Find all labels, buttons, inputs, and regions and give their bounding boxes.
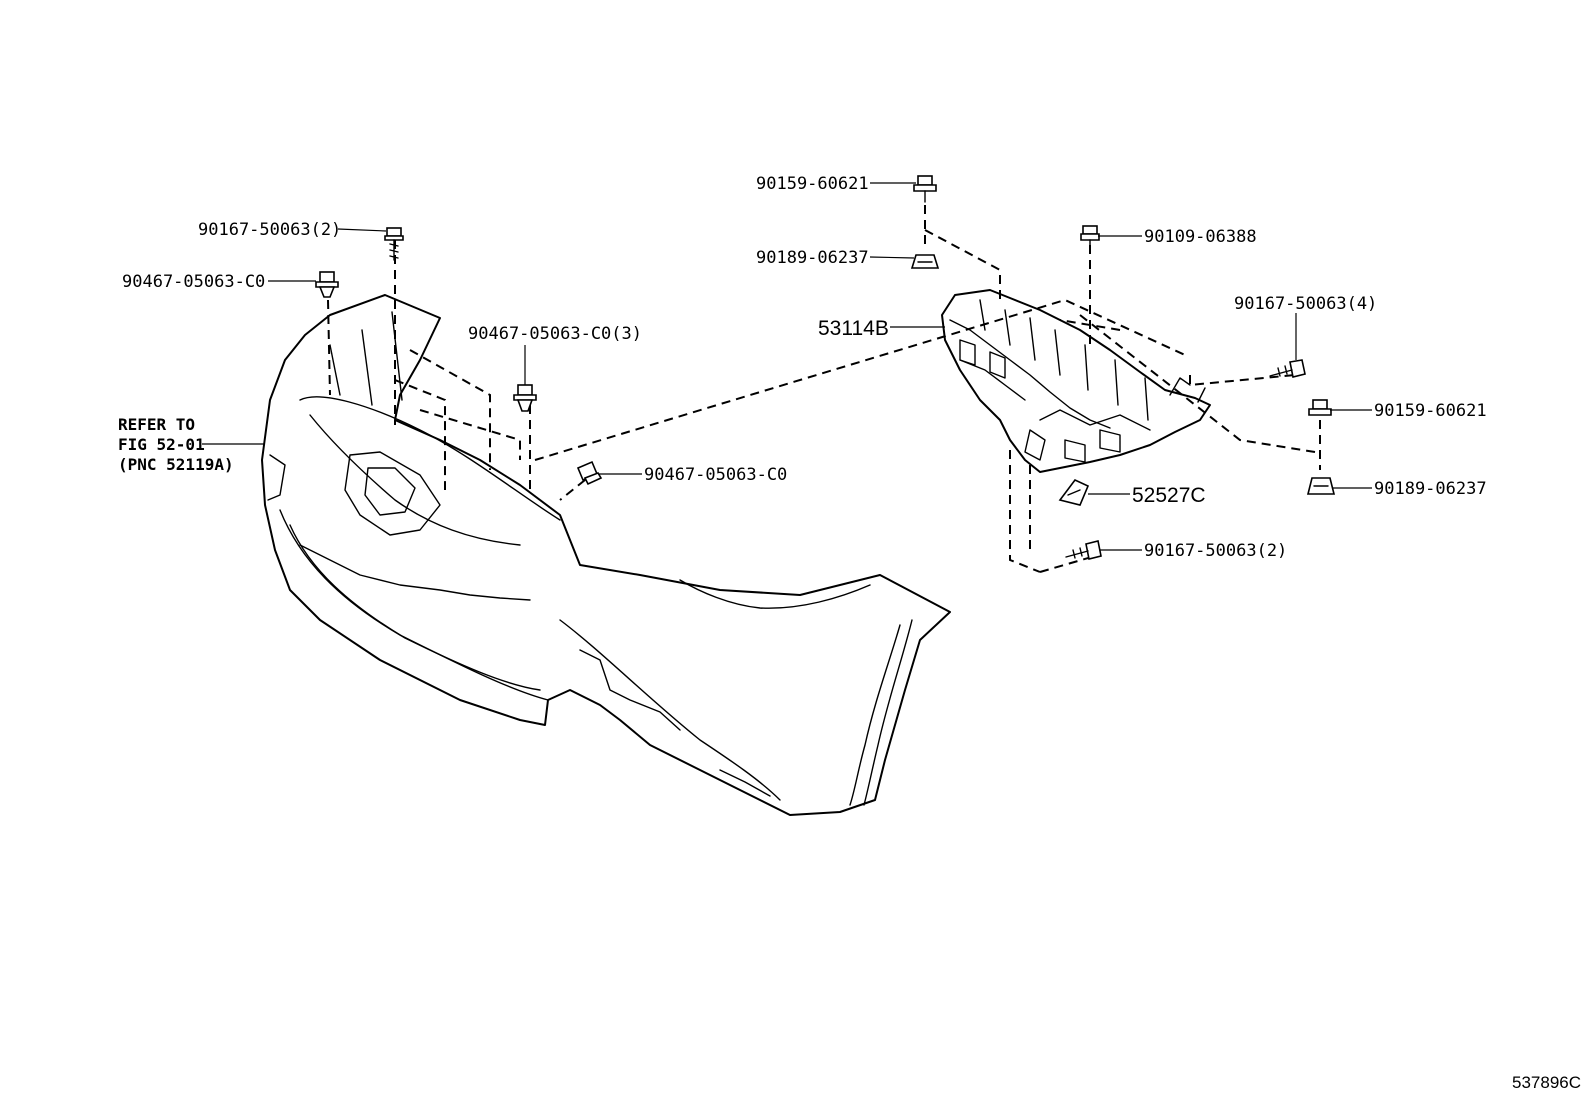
front-bumper-cover [261,294,951,816]
grommet-icon [1308,399,1332,416]
callout-90189-06237-top: 90189-06237 [756,248,869,268]
bolt-icon [384,227,404,261]
callout-90159-60621-right: 90159-60621 [1374,401,1487,421]
bolt-icon [1065,540,1102,560]
callout-90167-50063-2-right: 90167-50063(2) [1144,541,1287,561]
bolt-icon [1269,359,1306,378]
callout-90159-60621-top: 90159-60621 [756,174,869,194]
callout-52527c: 52527C [1132,484,1206,507]
callout-90167-50063-2-left: 90167-50063(2) [198,220,341,240]
bolt-icon [1080,225,1100,251]
retainer-icon [910,254,940,269]
reference-note-line1: REFER TO [118,415,195,434]
callout-90109-06388: 90109-06388 [1144,227,1257,247]
clip-icon [576,460,603,486]
leader-lines [202,182,1372,551]
assembly-lines [327,205,1321,573]
bumper-retainer-53114B [941,289,1211,473]
retainer-icon [1306,477,1336,495]
grommet-icon [913,175,937,203]
clip-icon [315,271,339,298]
reference-note-line2: FIG 52-01 [118,435,205,454]
figure-id: 537896C [1512,1073,1581,1092]
callout-90189-06237-right: 90189-06237 [1374,479,1487,499]
callout-90467-05063-c0-center: 90467-05063-C0 [644,465,787,485]
clip-icon [1058,479,1090,506]
reference-note-line3: (PNC 52119A) [118,455,234,474]
callout-53114b: 53114B [818,317,889,340]
callout-90467-05063-c0-left: 90467-05063-C0 [122,272,265,292]
callout-90467-05063-c0-3: 90467-05063-C0(3) [468,324,642,344]
callout-90167-50063-4: 90167-50063(4) [1234,294,1377,314]
clip-icon [513,384,537,412]
